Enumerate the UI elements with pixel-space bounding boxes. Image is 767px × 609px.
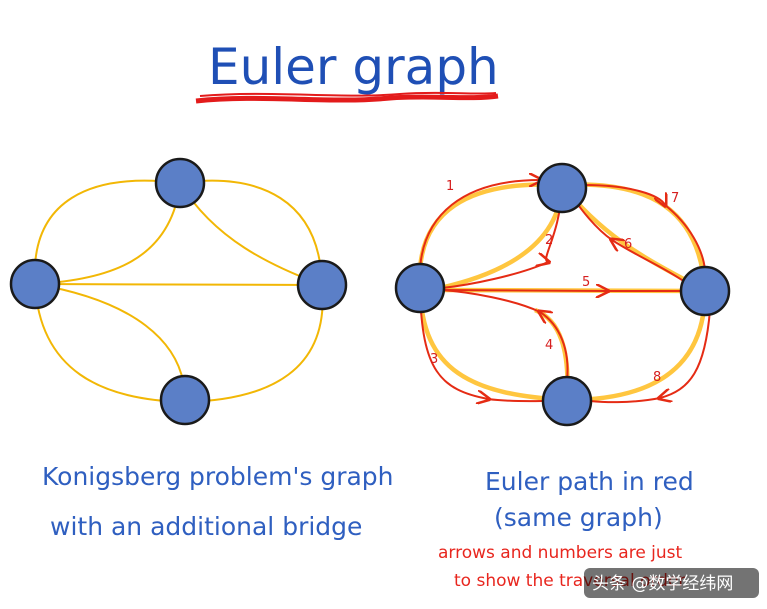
left-node-bottom	[159, 374, 211, 426]
left-edge-right-bottom	[184, 284, 324, 403]
left-edge-a-right	[34, 283, 323, 286]
euler-edge-5	[441, 290, 607, 291]
euler-edge-8	[660, 309, 711, 398]
euler-edge-3	[419, 289, 488, 399]
right-node-top	[536, 162, 588, 214]
edge-label-2: 2	[545, 233, 553, 248]
edge-label-6: 6	[624, 237, 632, 252]
page-title: Euler graph	[208, 38, 499, 96]
left-node-right	[296, 259, 348, 311]
euler-edge-4	[540, 312, 569, 381]
left-node-left	[9, 258, 61, 310]
edge-label-4: 4	[545, 338, 553, 353]
right-node-right	[679, 265, 731, 317]
edge-label-1: 1	[446, 179, 454, 194]
left-edge-a-top-inner	[34, 184, 181, 285]
euler-edge-6	[612, 240, 686, 283]
left-edge-top-right-outer	[179, 179, 323, 286]
euler-edge-1	[418, 180, 540, 289]
note-line1: arrows and numbers are just	[438, 543, 683, 563]
title-underline-scribble	[199, 91, 497, 97]
right-node-left	[394, 262, 446, 314]
edge-label-5: 5	[582, 275, 590, 290]
title-underline	[195, 93, 499, 104]
left-caption-line1: Konigsberg problem's graph	[42, 462, 394, 491]
edge-label-7: 7	[671, 191, 679, 206]
watermark-text: 头条 @数学经纬网	[592, 574, 733, 594]
left-edge-top-right-inner	[179, 182, 323, 286]
left-caption-line2: with an additional bridge	[50, 512, 362, 541]
euler-edge-7	[584, 184, 665, 205]
left-edge-a-bottom-outer	[34, 283, 186, 403]
right-graph: 1 2 3 4 5 6 7 8	[394, 162, 731, 427]
right-node-bottom	[541, 375, 593, 427]
right-caption-line1: Euler path in red	[485, 467, 694, 496]
left-edge-a-bottom-inner	[34, 283, 186, 401]
right-caption-line2: (same graph)	[494, 503, 663, 532]
left-graph	[9, 157, 348, 426]
watermark: 头条 @数学经纬网	[584, 568, 759, 598]
left-edge-a-top-outer	[33, 179, 181, 285]
edge-label-3: 3	[430, 352, 438, 367]
edge-label-8: 8	[653, 370, 661, 385]
left-node-top	[154, 157, 206, 209]
